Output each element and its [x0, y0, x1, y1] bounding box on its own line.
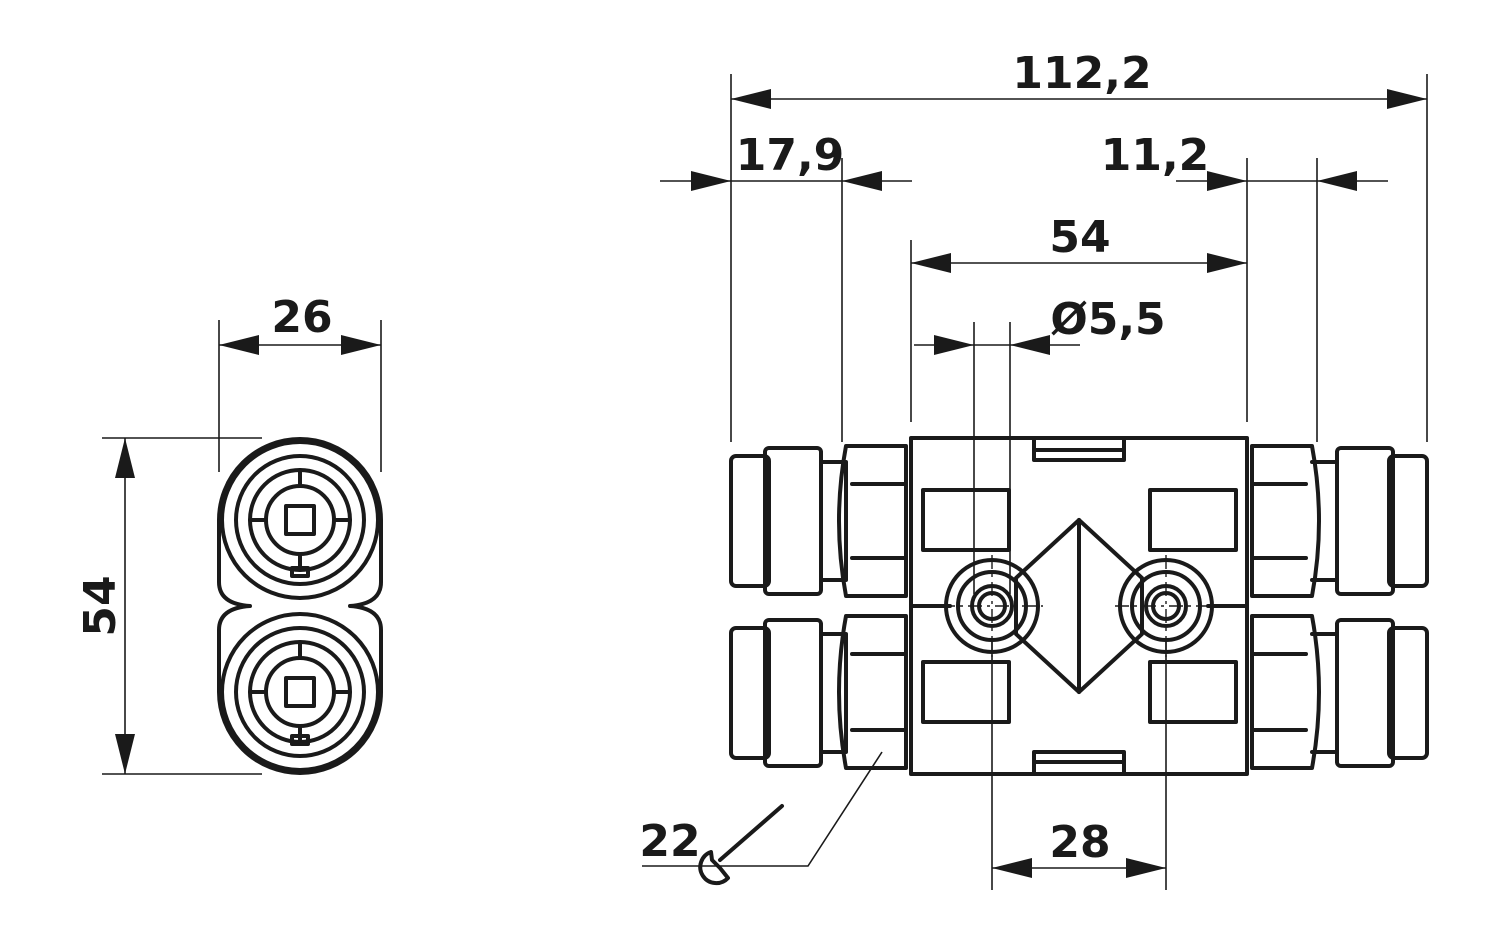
- label-window: [1148, 488, 1238, 552]
- dim-hole-spacing: 28: [992, 817, 1166, 878]
- dim-wrench: 22: [639, 751, 883, 886]
- port-right-lower: [1250, 614, 1429, 770]
- dim-mount-span: 54: [911, 212, 1247, 273]
- dim-end-height: 54: [75, 438, 135, 774]
- housing-body: [909, 436, 1249, 776]
- dim-hole-spacing-label: 28: [1049, 817, 1110, 868]
- end-body-outline: [217, 437, 383, 775]
- label-window: [921, 488, 1011, 552]
- dim-wrench-label: 22: [639, 816, 700, 867]
- label-window: [1148, 660, 1238, 724]
- wrench-icon: [698, 804, 784, 886]
- dim-hole-diameter: Ø5,5: [914, 294, 1166, 355]
- port-right-upper: [1250, 444, 1429, 598]
- end-socket-upper: [220, 440, 380, 600]
- label-window: [921, 660, 1011, 724]
- dim-right-offset-label: 11,2: [1101, 130, 1210, 181]
- dim-mount-span-label: 54: [1049, 212, 1110, 263]
- dim-end-width-label: 26: [271, 292, 332, 343]
- dim-overall-length-label: 112,2: [1012, 48, 1151, 99]
- dim-end-height-label: 54: [75, 575, 126, 636]
- port-left-upper: [729, 444, 908, 598]
- end-view: 26 54: [75, 292, 383, 775]
- dim-end-width: 26: [219, 292, 381, 355]
- dim-left-port-label: 17,9: [736, 130, 845, 181]
- end-socket-lower: [220, 612, 380, 772]
- dim-hole-diameter-label: Ø5,5: [1050, 294, 1165, 345]
- port-left-lower: [729, 614, 908, 770]
- side-view: 112,2 17,9 11,2 54 Ø5,5: [639, 48, 1429, 890]
- dim-overall-length: 112,2: [731, 48, 1427, 109]
- dim-right-offset: 11,2: [1101, 130, 1388, 191]
- dim-left-port: 17,9: [660, 130, 912, 191]
